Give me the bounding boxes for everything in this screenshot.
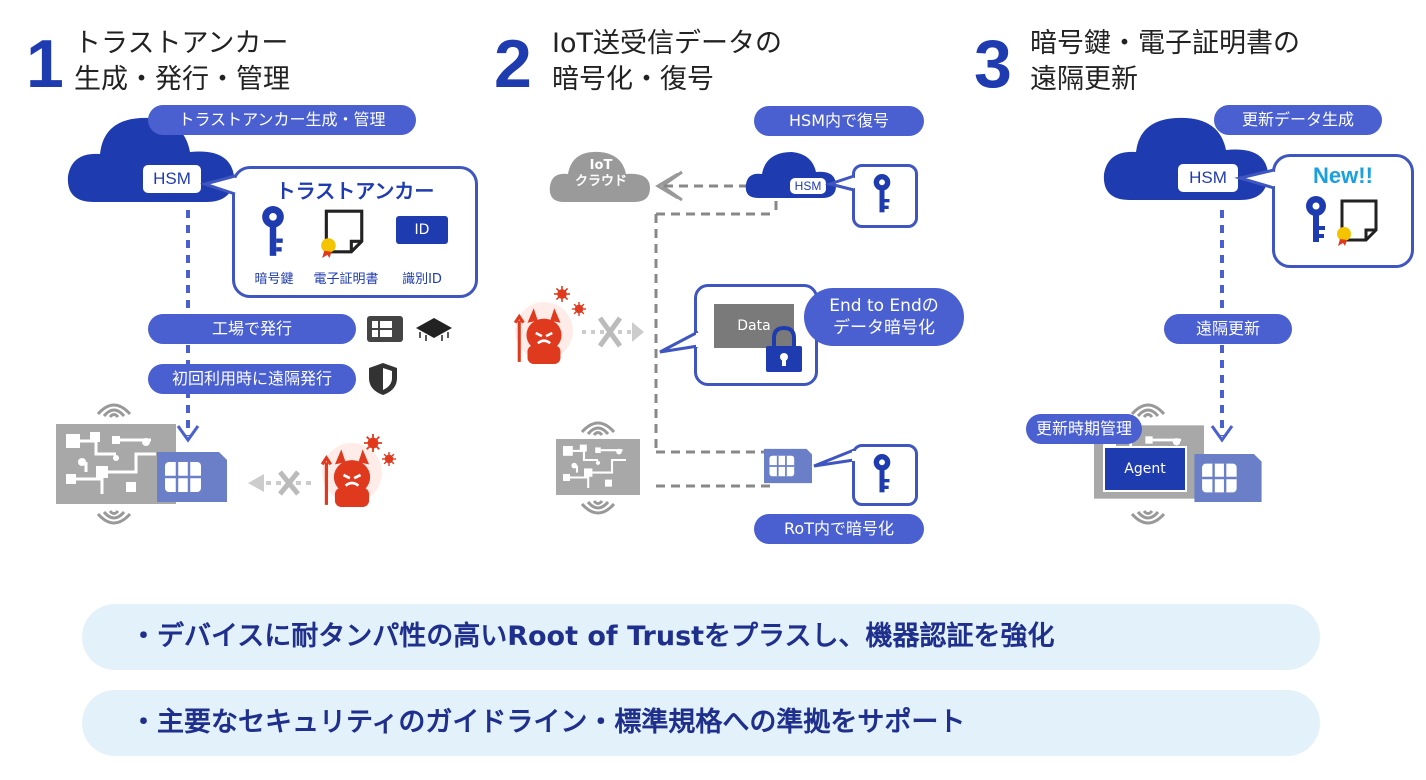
sim-card-icon-3 <box>1193 454 1263 502</box>
update-timing-pill: 更新時期管理 <box>1026 414 1142 444</box>
hsm-decrypt-pill: HSM内で復号 <box>754 106 924 136</box>
agent-box: Agent <box>1103 446 1187 492</box>
iot-cloud-label-line2: クラウド <box>574 174 627 189</box>
section1-title-line2: 生成・発行・管理 <box>74 64 290 95</box>
arrow-left-icon <box>655 172 679 200</box>
caption-id: 識別ID <box>402 272 442 287</box>
section3-number: 3 <box>974 26 1012 102</box>
remote-issue-pill: 初回利用時に遠隔発行 <box>148 364 356 394</box>
e2e-line2: データ暗号化 <box>833 318 935 338</box>
devil-icon-2 <box>513 300 575 366</box>
new-label: New!! <box>1313 163 1373 188</box>
benefit-line-1: ・デバイスに耐タンパ性の高いRoot of Trustをプラスし、機器認証を強化 <box>82 604 1320 670</box>
section1-title: トラストアンカー 生成・発行・管理 <box>74 26 290 98</box>
benefit-line-2: ・主要なセキュリティのガイドライン・標準規格への準拠をサポート <box>82 690 1320 756</box>
hsm-box-3: HSM <box>1178 164 1238 192</box>
bubble-title: トラストアンカー <box>275 179 435 203</box>
rot-encrypt-pill: RoT内で暗号化 <box>754 514 924 544</box>
key-bubble-bottom <box>852 444 918 506</box>
e2e-pill: End to Endの データ暗号化 <box>804 288 964 346</box>
iot-cloud-label-line1: IoT <box>589 158 613 173</box>
iot-cloud-icon <box>549 151 650 202</box>
iot-cloud-label: IoT クラウド <box>556 158 646 190</box>
shield-icon <box>369 363 397 395</box>
new-bubble-tail <box>1234 168 1280 190</box>
bubble-tail <box>199 174 241 196</box>
section3-title-line1: 暗号鍵・電子証明書の <box>1030 28 1300 59</box>
certificate-icon-3 <box>1336 199 1378 246</box>
factory-issue-pill: 工場で発行 <box>148 314 356 344</box>
caption-certificate: 電子証明書 <box>313 272 379 287</box>
section2-number: 2 <box>494 26 532 102</box>
section2-title: IoT送受信データの 暗号化・復号 <box>552 26 782 98</box>
hsm-box: HSM <box>143 165 201 193</box>
section3-title: 暗号鍵・電子証明書の 遠隔更新 <box>1030 26 1300 98</box>
data-block: Data <box>714 304 794 348</box>
cross-icon <box>248 470 316 496</box>
remote-update-pill: 遠隔更新 <box>1164 314 1292 344</box>
trust-anchor-generation-pill: トラストアンカー生成・管理 <box>148 105 416 135</box>
key-icon-top <box>873 174 891 213</box>
key-icon-3 <box>1306 196 1326 242</box>
sim-card-icon <box>367 316 403 342</box>
wireless-icon <box>96 403 132 418</box>
caption-key: 暗号鍵 <box>254 272 294 287</box>
certificate-icon <box>320 209 364 258</box>
lock-icon <box>766 325 802 372</box>
key-bubble-top <box>852 164 918 228</box>
wireless-icon-2 <box>580 421 616 436</box>
virus-icon-small <box>382 452 396 466</box>
virus-icon-2 <box>554 286 570 302</box>
key-icon-bottom <box>873 454 891 493</box>
section2-title-line1: IoT送受信データの <box>552 28 782 59</box>
wireless-icon-3-bottom <box>1130 510 1166 525</box>
section1-title-line1: トラストアンカー <box>74 28 289 59</box>
section1-number: 1 <box>26 26 64 102</box>
wireless-icon-2-bottom <box>580 500 616 515</box>
key-icon <box>262 206 284 256</box>
update-data-pill: 更新データ生成 <box>1214 105 1382 135</box>
sim-card-icon-device <box>156 452 228 502</box>
e2e-line1: End to Endの <box>829 296 939 316</box>
data-bubble-tail <box>659 330 702 354</box>
wireless-icon-bottom <box>96 510 132 525</box>
section3-title-line2: 遠隔更新 <box>1030 64 1138 95</box>
id-badge: ID <box>396 216 448 244</box>
chip-icon <box>416 318 452 341</box>
circuit-board-icon-2 <box>556 438 640 496</box>
rot-sim-icon <box>764 447 812 485</box>
bubble-tail-top <box>824 174 858 192</box>
virus-icon <box>364 434 382 452</box>
hsm-box-small: HSM <box>790 178 826 194</box>
cross-icon-2 <box>582 316 644 348</box>
section2-title-line2: 暗号化・復号 <box>552 64 714 95</box>
bubble-tail-bottom <box>813 448 858 468</box>
